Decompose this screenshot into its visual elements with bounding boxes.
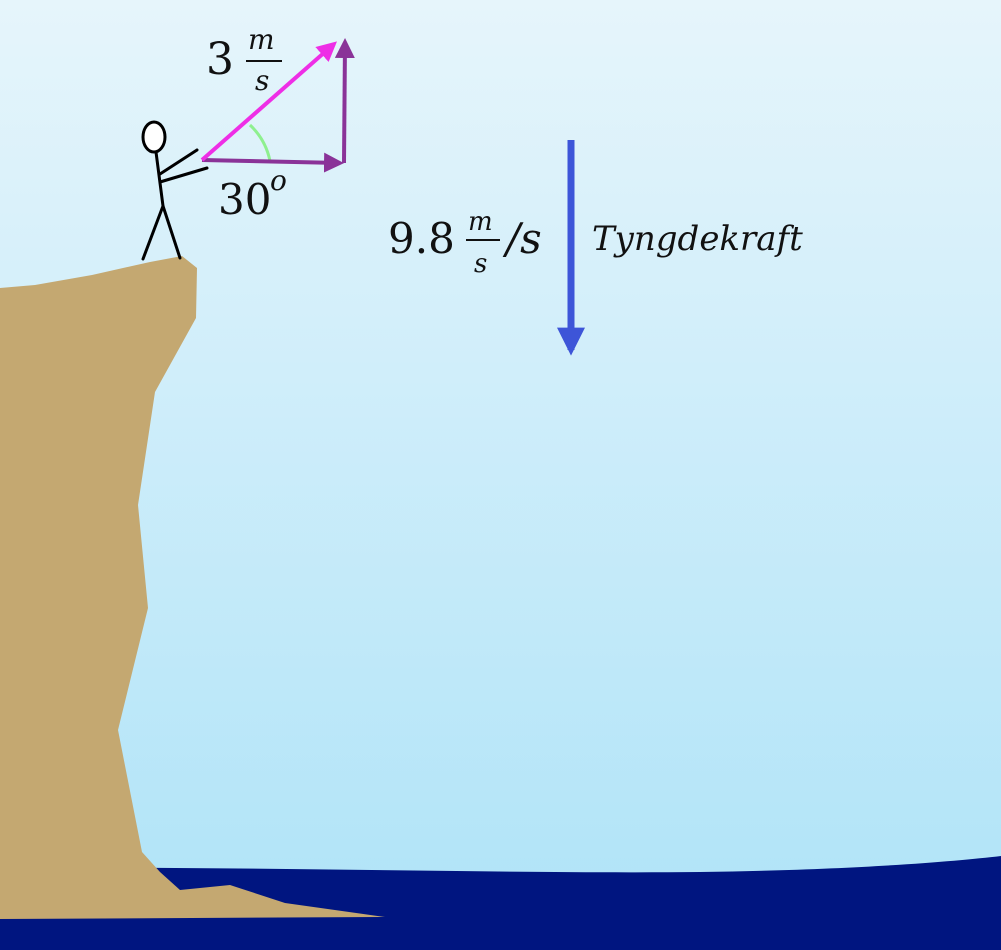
horizontal-component-arrow — [201, 152, 344, 173]
stick-figure-head — [141, 120, 167, 154]
stick-figure — [141, 120, 209, 261]
angle-arc — [248, 123, 272, 162]
velocity-unit-numerator: m — [248, 23, 275, 56]
angle-superscript: o — [270, 164, 287, 197]
velocity-unit-denominator: s — [255, 64, 269, 97]
sea — [0, 856, 1001, 950]
stick-figure-arm-lower — [158, 166, 209, 184]
gravity-value: 9.8 — [388, 214, 455, 263]
gravity-unit-denominator: s — [474, 249, 487, 279]
stick-figure-arm-upper — [158, 148, 199, 176]
angle-value: 30 — [218, 175, 271, 224]
velocity-magnitude: 3 — [206, 34, 234, 85]
gravity-suffix: /s — [502, 214, 542, 263]
velocity-label: 3 m s — [206, 23, 282, 97]
vertical-component-arrow — [334, 38, 355, 164]
gravity-label: 9.8 m s /s Tyngdekraft — [388, 207, 803, 279]
cliff — [0, 256, 385, 919]
stick-figure-leg-right — [161, 204, 182, 260]
gravity-unit-numerator: m — [468, 207, 493, 237]
angle-label: 30 o — [218, 164, 287, 224]
velocity-arrow — [200, 41, 338, 162]
gravity-caption: Tyngdekraft — [592, 219, 803, 259]
stick-figure-leg-left — [141, 204, 165, 261]
stick-figure-body — [154, 150, 165, 208]
